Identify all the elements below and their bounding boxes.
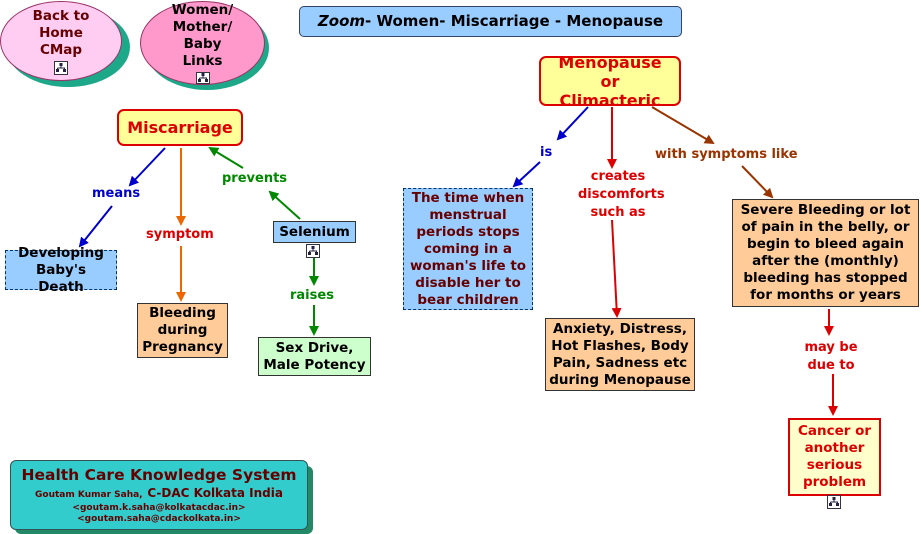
edge-prevents-2: [208, 146, 244, 169]
cmap-link-icon[interactable]: [195, 72, 210, 84]
women-links-button[interactable]: Women/ Mother/ Baby Links: [140, 1, 265, 85]
concept-developing-death[interactable]: Developing Baby's Death: [5, 245, 117, 295]
edge-is-2: [512, 161, 541, 188]
title-rest: - Women- Miscarriage - Menopause: [365, 12, 664, 30]
back-home-label: Back to Home CMap: [32, 7, 90, 58]
cmap-link-icon[interactable]: [54, 60, 68, 75]
link-raises: raises: [290, 288, 334, 303]
back-home-button[interactable]: Back to Home CMap: [0, 1, 122, 81]
link-symptom: symptom: [146, 227, 214, 242]
link-means: means: [92, 186, 141, 201]
concept-cancer[interactable]: Cancer or another serious problem: [788, 418, 881, 496]
concept-severe-bleeding[interactable]: Severe Bleeding or lot of pain in the be…: [732, 199, 919, 307]
link-with-symptoms: with symptoms like: [655, 147, 798, 162]
menopause-label: Menopause or Climacteric: [558, 52, 662, 110]
time-when-label: The time when menstrual periods stops co…: [409, 189, 527, 308]
edge-symptoms-1: [651, 106, 715, 145]
footer-email-2[interactable]: <goutam.saha@cdackolkata.in>: [77, 514, 241, 524]
concept-sex-drive[interactable]: Sex Drive, Male Potency: [258, 337, 371, 376]
concept-miscarriage[interactable]: Miscarriage: [117, 109, 243, 146]
anxiety-label: Anxiety, Distress, Hot Flashes, Body Pai…: [549, 320, 691, 388]
footer-author-small: Goutam Kumar Saha,: [35, 490, 143, 500]
cancer-label: Cancer or another serious problem: [797, 423, 872, 490]
miscarriage-label: Miscarriage: [127, 118, 233, 137]
sex-drive-label: Sex Drive, Male Potency: [263, 339, 366, 373]
edge-means-1: [128, 147, 166, 187]
link-may-be: may be due to: [804, 340, 858, 373]
concept-time-when[interactable]: The time when menstrual periods stops co…: [403, 188, 533, 310]
concept-menopause[interactable]: Menopause or Climacteric: [539, 53, 681, 110]
edge-means-2: [78, 205, 113, 248]
page-title: Zoom- Women- Miscarriage - Menopause: [299, 6, 682, 37]
footer-author-org: C-DAC Kolkata India: [147, 486, 283, 500]
footer-box: Health Care Knowledge System Goutam Kuma…: [10, 460, 308, 530]
cmap-link-icon[interactable]: [827, 495, 841, 509]
bleeding-preg-label: Bleeding during Pregnancy: [142, 305, 223, 355]
selenium-label: Selenium: [279, 223, 350, 240]
link-is: is: [540, 145, 553, 160]
footer-system: Health Care Knowledge System: [21, 466, 297, 484]
edge-creates-2: [611, 219, 622, 318]
cmap-link-icon[interactable]: [306, 244, 320, 258]
footer-author: Goutam Kumar Saha, C-DAC Kolkata India: [35, 485, 283, 503]
edge-symptoms-2: [741, 165, 774, 199]
severe-label: Severe Bleeding or lot of pain in the be…: [740, 202, 911, 303]
women-links-label: Women/ Mother/ Baby Links: [171, 2, 234, 69]
link-prevents: prevents: [222, 171, 288, 186]
concept-anxiety[interactable]: Anxiety, Distress, Hot Flashes, Body Pai…: [545, 318, 695, 391]
concept-selenium[interactable]: Selenium: [273, 221, 356, 243]
developing-label: Developing Baby's Death: [18, 244, 104, 295]
footer-email-1[interactable]: <goutam.k.saha@kolkatacdac.in>: [72, 503, 246, 513]
link-creates: creates discomforts such as: [578, 169, 665, 220]
edge-is-1: [556, 106, 589, 141]
concept-bleeding-pregnancy[interactable]: Bleeding during Pregnancy: [137, 303, 228, 358]
title-zoom: Zoom: [317, 12, 366, 30]
edge-prevents-1: [268, 190, 301, 220]
